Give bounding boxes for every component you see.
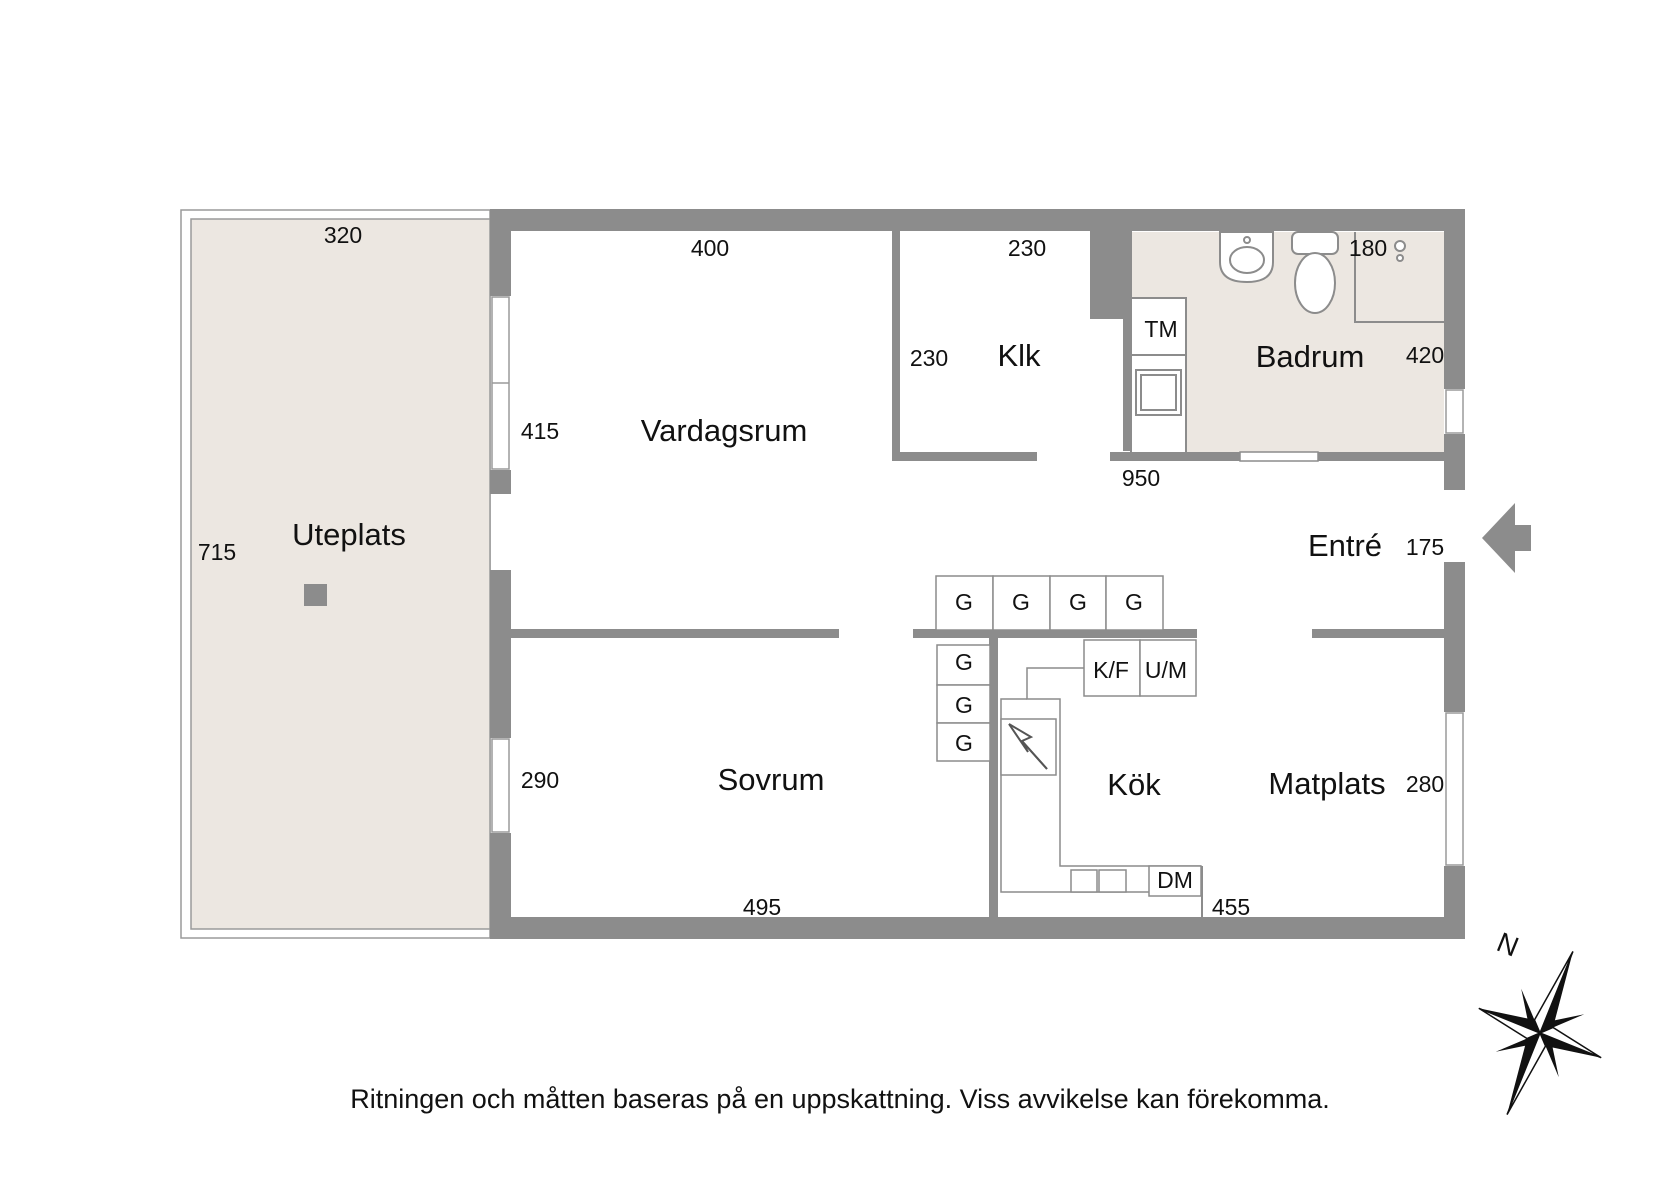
wardrobes xyxy=(935,575,1164,762)
compass-north-label: N xyxy=(1493,926,1523,962)
sink-icon xyxy=(1219,231,1274,284)
dim-total-width: 950 xyxy=(1122,465,1160,491)
room-label-kok: Kök xyxy=(1107,767,1161,802)
wardrobe-label: G xyxy=(1069,589,1087,615)
dim-sovrum-width: 495 xyxy=(743,894,781,920)
dim-sovrum-depth: 290 xyxy=(521,767,559,793)
room-label-sovrum: Sovrum xyxy=(718,762,825,797)
wardrobe-label: G xyxy=(955,649,973,675)
dim-uteplats-width: 320 xyxy=(324,222,362,248)
fixture-label-dm: DM xyxy=(1157,867,1193,893)
bathroom-threshold xyxy=(1239,451,1319,462)
terrace xyxy=(180,209,491,939)
bathroom-fixtures xyxy=(1130,231,1444,462)
room-label-badrum: Badrum xyxy=(1256,339,1365,374)
dim-badrum-depth: 420 xyxy=(1406,342,1444,368)
dim-vardagsrum-width: 400 xyxy=(691,235,729,261)
shower-icon xyxy=(1354,232,1444,323)
disclaimer-text: Ritningen och måtten baseras på en uppsk… xyxy=(350,1084,1330,1114)
dim-badrum-width: 180 xyxy=(1349,235,1387,261)
wardrobe-label: G xyxy=(1012,589,1030,615)
toilet-icon xyxy=(1291,231,1339,314)
stove-icon xyxy=(1000,718,1057,776)
laundry-cabinet xyxy=(1130,297,1187,454)
room-label-uteplats: Uteplats xyxy=(292,517,406,552)
room-label-entre: Entré xyxy=(1308,528,1382,563)
terrace-post xyxy=(304,584,327,606)
dim-matplats-depth: 280 xyxy=(1406,771,1444,797)
dim-klk-depth: 230 xyxy=(910,345,948,371)
wardrobe-label: G xyxy=(955,692,973,718)
entrance-arrow-icon xyxy=(1482,503,1531,573)
room-label-klk: Klk xyxy=(997,338,1041,373)
fixture-label-tm: TM xyxy=(1144,316,1177,342)
walls xyxy=(490,209,1465,939)
windows xyxy=(491,296,1464,866)
fixture-label-um: U/M xyxy=(1145,657,1187,683)
dim-klk-width: 230 xyxy=(1008,235,1046,261)
room-label-matplats: Matplats xyxy=(1268,766,1385,801)
kitchen-counters xyxy=(1000,639,1203,918)
wardrobe-label: G xyxy=(955,730,973,756)
wardrobe-label: G xyxy=(1125,589,1143,615)
room-label-vardagsrum: Vardagsrum xyxy=(641,413,808,448)
dim-uteplats-length: 715 xyxy=(198,539,236,565)
compass-rose-icon xyxy=(1478,951,1602,1115)
dim-entre-depth: 175 xyxy=(1406,534,1444,560)
fixture-label-kf: K/F xyxy=(1093,657,1129,683)
dim-vardagsrum-depth: 415 xyxy=(521,418,559,444)
dim-kok-width: 455 xyxy=(1212,894,1250,920)
wardrobe-label: G xyxy=(955,589,973,615)
